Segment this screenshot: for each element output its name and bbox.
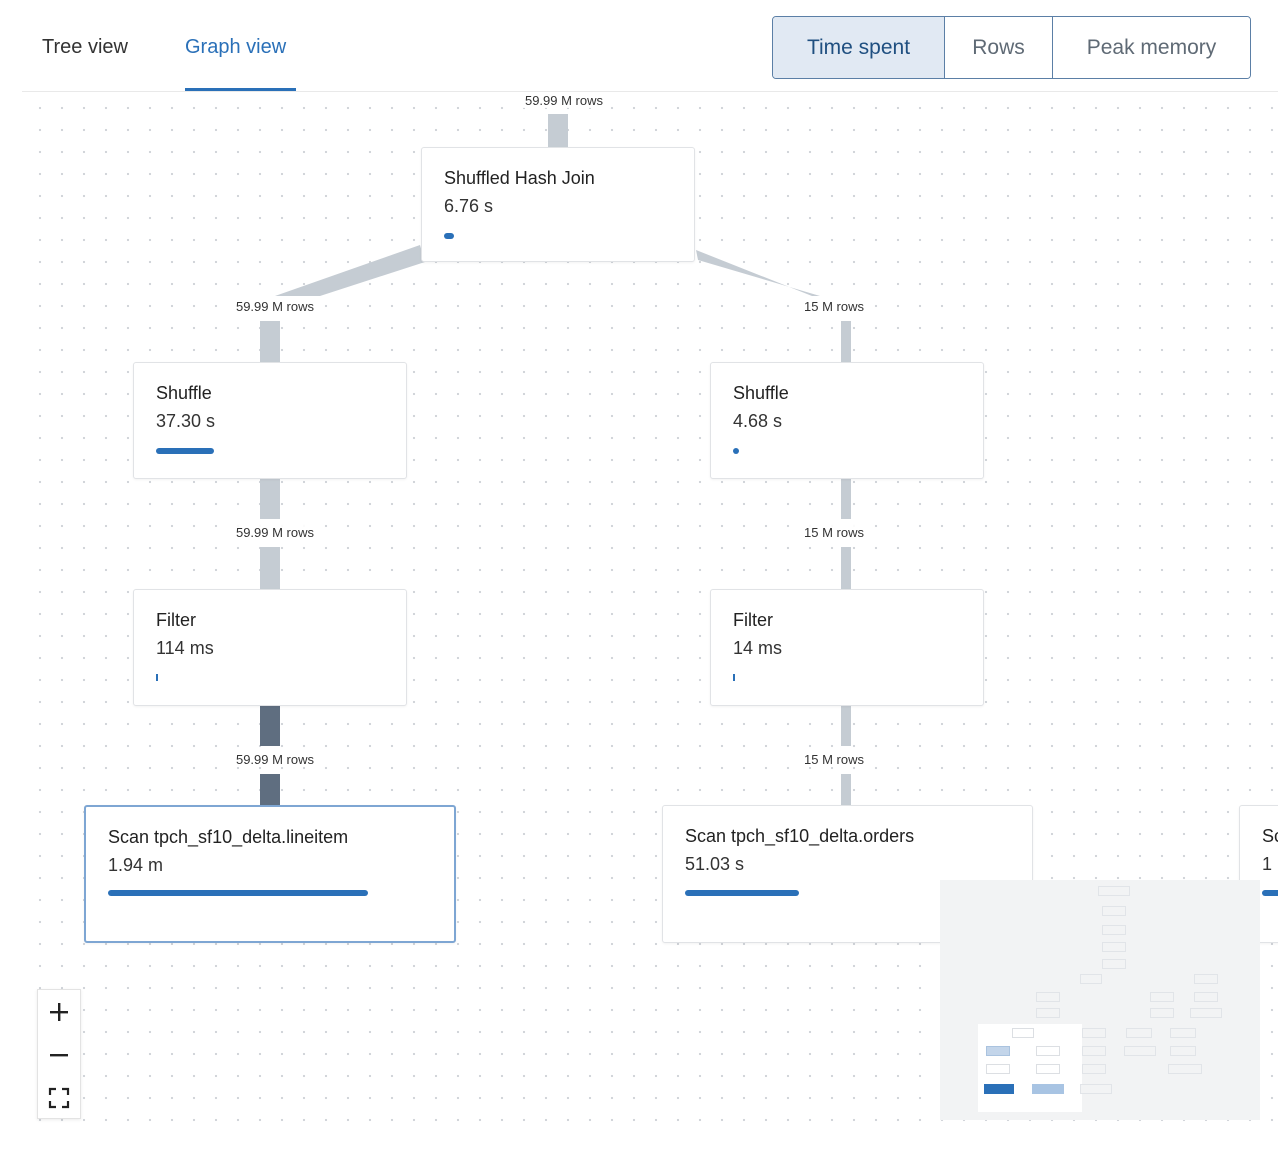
minus-icon [50, 1053, 68, 1056]
node-title: Shuffle [733, 383, 789, 403]
minimap-node [1168, 1064, 1202, 1074]
edge-label-left-2: 59.99 M rows [233, 525, 317, 540]
node-shuffle-left[interactable]: Shuffle 37.30 s [133, 362, 407, 479]
metric-rows-button[interactable]: Rows [944, 17, 1052, 78]
minimap-node [984, 1084, 1014, 1094]
metric-toggle: Time spent Rows Peak memory [772, 16, 1251, 79]
node-time-bar [1262, 890, 1278, 896]
edge-label-left-1: 59.99 M rows [233, 299, 317, 314]
edge-right-shuffle-b [841, 547, 851, 589]
header: Tree view Graph view Time spent Rows Pea… [0, 0, 1280, 92]
node-title: Scan tpch_sf10_delta.orders [685, 826, 915, 846]
minimap-node [1102, 906, 1126, 916]
edge-join-right-diagonal [696, 250, 820, 296]
minimap-node [1082, 1046, 1106, 1056]
edge-left-shuffle-b [260, 547, 280, 589]
node-title: Sc [1262, 826, 1278, 846]
minimap-node [1098, 886, 1130, 896]
tab-graph-view[interactable]: Graph view [185, 36, 287, 58]
minimap-node [1150, 1008, 1174, 1018]
node-metric: 4.68 s [733, 411, 783, 431]
minimap-node [1036, 992, 1060, 1002]
node-title: Filter [733, 610, 773, 630]
node-metric: 37.30 s [156, 411, 216, 431]
edge-label-left-3: 59.99 M rows [233, 752, 317, 767]
node-title: Shuffled Hash Join [444, 168, 595, 188]
edge-right-scan-a [841, 706, 851, 746]
node-metric: 1.94 m [108, 855, 164, 875]
node-shuffled-hash-join[interactable]: Shuffled Hash Join 6.76 s [421, 147, 695, 262]
edge-join-left [260, 321, 280, 362]
node-metric: 14 ms [733, 638, 783, 658]
header-divider [22, 91, 1278, 92]
node-title: Shuffle [156, 383, 212, 403]
zoom-controls [37, 989, 81, 1119]
zoom-out-button[interactable] [38, 1033, 80, 1076]
edge-left-scan-a [260, 706, 280, 746]
tab-tree-view[interactable]: Tree view [42, 36, 128, 58]
minimap-node [1124, 1046, 1156, 1056]
minimap-node [986, 1064, 1010, 1074]
minimap-node [1036, 1008, 1060, 1018]
minimap-node [1102, 925, 1126, 935]
minimap-node [1082, 1064, 1106, 1074]
node-time-bar [156, 674, 158, 681]
minimap-node [1012, 1028, 1034, 1038]
minimap-node [1170, 1028, 1196, 1038]
minimap-node [1082, 1028, 1106, 1038]
edge-join-right [841, 321, 851, 362]
active-tab-indicator [185, 88, 296, 91]
edge-left-scan-b [260, 774, 280, 806]
minimap-node [1102, 942, 1126, 952]
node-time-bar [733, 448, 739, 454]
plus-icon [50, 1002, 68, 1021]
minimap-node [1080, 1084, 1112, 1094]
node-metric: 114 ms [156, 638, 214, 658]
node-time-bar [733, 674, 735, 681]
node-title: Scan tpch_sf10_delta.lineitem [108, 827, 349, 847]
edge-label-right-2: 15 M rows [802, 525, 866, 540]
node-time-bar [108, 890, 368, 896]
node-metric: 6.76 s [444, 196, 494, 216]
minimap-node [1036, 1046, 1060, 1056]
node-metric: 1 [1262, 854, 1273, 874]
edge-left-shuffle-a [260, 479, 280, 519]
minimap-node [1102, 959, 1126, 969]
node-filter-left[interactable]: Filter 114 ms [133, 589, 407, 706]
graph-canvas[interactable]: 59.99 M rows 59.99 M rows 15 M rows 59.9… [22, 92, 1278, 1122]
node-time-bar [685, 890, 799, 896]
edge-label-right-3: 15 M rows [802, 752, 866, 767]
minimap-node [1036, 1064, 1060, 1074]
minimap-node [1190, 1008, 1222, 1018]
node-filter-right[interactable]: Filter 14 ms [710, 589, 984, 706]
metric-time-spent-button[interactable]: Time spent [773, 17, 944, 78]
metric-peak-memory-button[interactable]: Peak memory [1052, 17, 1250, 78]
node-time-bar [444, 233, 454, 239]
minimap-node [1150, 992, 1174, 1002]
fit-screen-icon [48, 1087, 70, 1108]
graph-minimap[interactable] [940, 880, 1260, 1120]
node-shuffle-right[interactable]: Shuffle 4.68 s [710, 362, 984, 479]
edge-top [548, 114, 568, 147]
minimap-node [1170, 1046, 1196, 1056]
minimap-node [986, 1046, 1010, 1056]
edge-label-top: 59.99 M rows [522, 93, 606, 108]
minimap-node [1080, 974, 1102, 984]
edge-right-scan-b [841, 774, 851, 806]
node-metric: 51.03 s [685, 854, 745, 874]
minimap-node [1194, 992, 1218, 1002]
zoom-in-button[interactable] [38, 990, 80, 1033]
edge-join-left-diagonal [275, 245, 425, 296]
node-time-bar [156, 448, 214, 454]
edge-label-right-1: 15 M rows [802, 299, 866, 314]
minimap-node [1032, 1084, 1064, 1094]
minimap-node [1126, 1028, 1152, 1038]
minimap-node [1194, 974, 1218, 984]
fit-view-button[interactable] [38, 1076, 80, 1119]
node-scan-lineitem[interactable]: Scan tpch_sf10_delta.lineitem 1.94 m [84, 805, 456, 943]
edge-right-shuffle-a [841, 479, 851, 519]
graph-edges [260, 114, 851, 806]
node-title: Filter [156, 610, 196, 630]
